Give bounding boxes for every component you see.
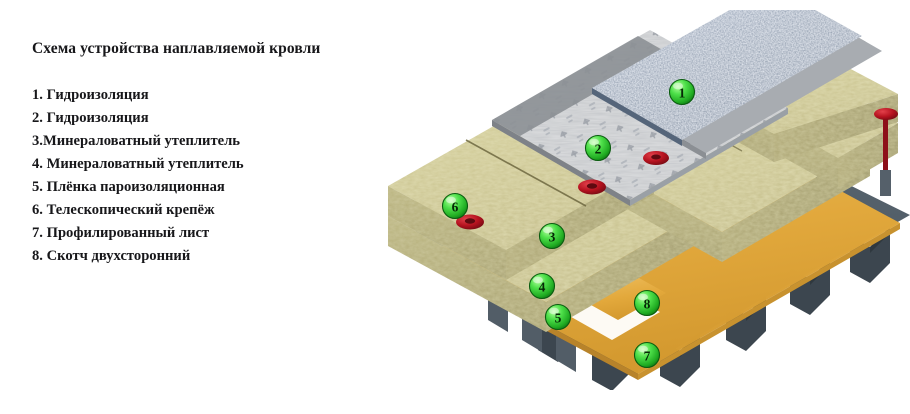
list-item: 8. Скотч двухсторонний xyxy=(32,248,191,264)
list-item: 3.Минераловатный утеплитель xyxy=(32,133,241,149)
telescopic-fastener-exposed xyxy=(874,108,898,196)
callout-badges: 1 2 3 4 5 xyxy=(441,78,696,369)
callout-badge-5[interactable]: 5 xyxy=(544,303,572,331)
callout-badge-3[interactable]: 3 xyxy=(538,222,566,250)
telescopic-fastener xyxy=(456,214,484,230)
callout-badge-6[interactable]: 6 xyxy=(441,192,469,220)
waterproofing-top-granulated-membrane xyxy=(592,10,882,159)
callout-badge-2[interactable]: 2 xyxy=(584,134,612,162)
roof-cutaway-diagram: 1 2 3 4 5 xyxy=(370,10,910,390)
legend-list: 1. Гидроизоляция 2. Гидроизоляция 3.Мине… xyxy=(32,84,372,268)
list-item: 4. Минераловатный утеплитель xyxy=(32,156,244,172)
legend-panel: Схема устройства наплавляемой кровли 1. … xyxy=(32,40,372,268)
telescopic-fastener xyxy=(578,179,606,195)
list-item: 7. Профилированный лист xyxy=(32,225,210,241)
telescopic-fastener-group xyxy=(456,108,898,230)
callout-badge-1[interactable]: 1 xyxy=(668,78,696,106)
list-item: 6. Телескопический крепёж xyxy=(32,202,215,218)
list-item: 1. Гидроизоляция xyxy=(32,87,149,103)
page-title: Схема устройства наплавляемой кровли xyxy=(32,40,321,57)
list-item: 2. Гидроизоляция xyxy=(32,110,149,126)
callout-badge-4[interactable]: 4 xyxy=(528,272,556,300)
callout-badge-8[interactable]: 8 xyxy=(633,289,661,317)
callout-badge-7[interactable]: 7 xyxy=(633,341,661,369)
telescopic-fastener xyxy=(643,151,669,165)
list-item: 5. Плёнка пароизоляционная xyxy=(32,179,225,195)
